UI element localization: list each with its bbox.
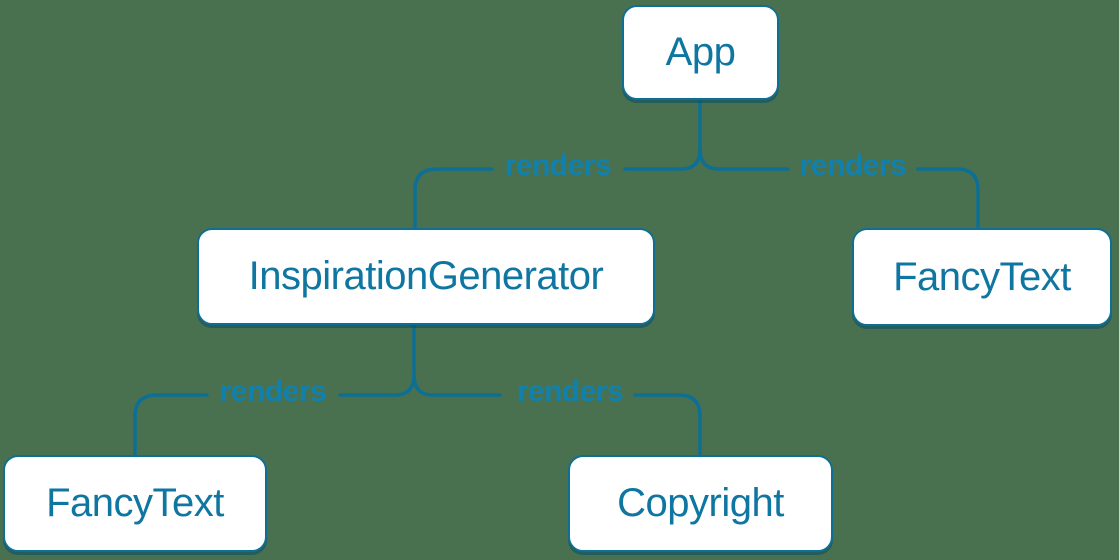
node-fancy-text-top-right: FancyText <box>852 228 1112 326</box>
edge-inspirationgenerator-to-fancytext-segment-a <box>338 323 416 397</box>
edge-label-app-inspirationgenerator: renders <box>504 149 612 182</box>
node-fancy-text-bottom-left: FancyText <box>3 455 267 552</box>
edge-inspirationgenerator-to-copyright-segment-a <box>412 373 502 397</box>
node-copyright-label: Copyright <box>617 481 784 525</box>
node-app-label: App <box>665 30 736 74</box>
edge-label-inspirationgenerator-fancytext: renders <box>219 375 327 408</box>
node-app: App <box>622 5 779 100</box>
node-inspiration-generator-label: InspirationGenerator <box>248 254 604 298</box>
edge-inspirationgenerator-to-copyright-segment-b <box>633 393 702 457</box>
edge-label-inspirationgenerator-copyright: renders <box>516 375 624 408</box>
node-fancy-text-bottom-left-label: FancyText <box>46 481 224 525</box>
node-inspiration-generator: InspirationGenerator <box>197 228 655 325</box>
edge-inspirationgenerator-to-fancytext-segment-b <box>133 393 209 457</box>
edge-app-to-fancytext-segment-a <box>698 147 790 171</box>
edge-app-to-inspirationgenerator-segment-b <box>413 167 494 230</box>
node-fancy-text-top-right-label: FancyText <box>893 254 1071 299</box>
edge-label-app-fancytext: renders <box>799 149 907 182</box>
node-copyright: Copyright <box>568 455 833 552</box>
edge-app-to-inspirationgenerator-segment-a <box>623 98 702 171</box>
edge-app-to-fancytext-segment-b <box>916 167 980 230</box>
